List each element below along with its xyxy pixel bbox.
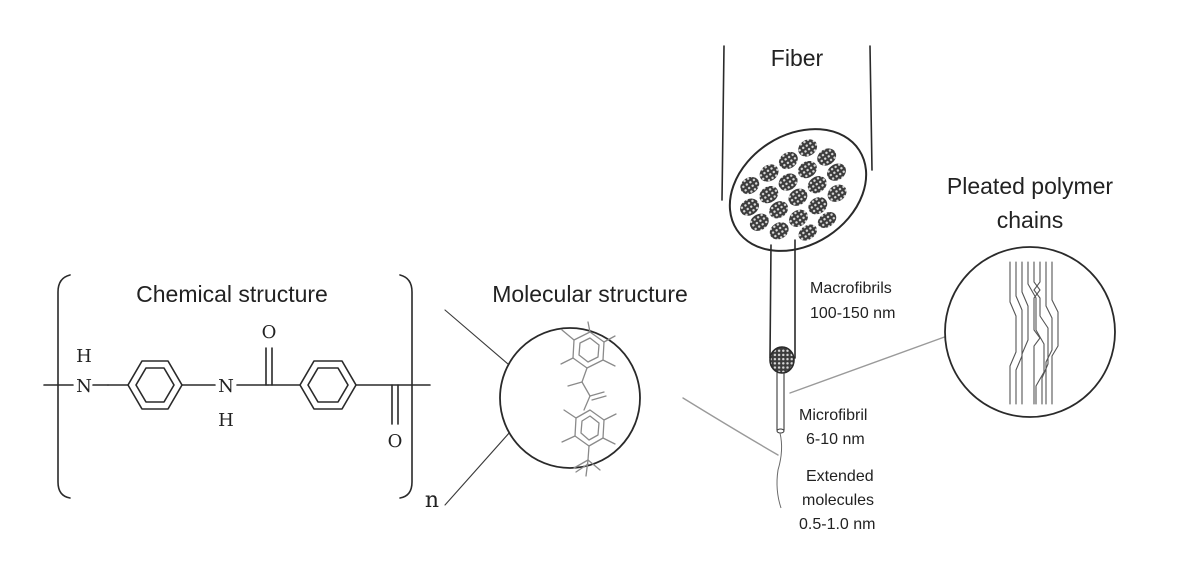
- o-bottom-atom: O: [388, 431, 403, 452]
- zoom-line-upper: [444, 309, 516, 371]
- molecular-structure: Molecular structure: [444, 281, 688, 506]
- benzene-ring-1: [127, 360, 183, 410]
- fiber-wall-right: [869, 45, 873, 171]
- macrofibril-rod: [769, 239, 796, 374]
- h-bottom-atom: H: [218, 410, 234, 431]
- molecule-sketch: [560, 321, 617, 477]
- connector-molecular: [682, 397, 779, 456]
- microfibril-label: Microfibril: [799, 407, 867, 424]
- chemical-structure-label: Chemical structure: [136, 281, 328, 307]
- connector-pleated: [789, 334, 951, 394]
- fiber-label: Fiber: [771, 45, 824, 71]
- extended-size: 0.5-1.0 nm: [799, 516, 875, 533]
- pleated-label-line2: chains: [997, 207, 1063, 233]
- left-bracket: [57, 274, 71, 499]
- fiber-wall-left: [721, 45, 725, 201]
- chemical-structure: Chemical structure H N N H O O n: [43, 274, 439, 513]
- molecular-zoom-circle: [499, 327, 641, 469]
- o-top-atom: O: [262, 322, 277, 343]
- extended-molecule-thread: [776, 432, 783, 509]
- zoom-line-lower: [444, 431, 511, 506]
- benzene-ring-2: [299, 360, 357, 410]
- right-bracket: [399, 274, 413, 499]
- extended-label: Extended: [806, 468, 874, 485]
- n-mid-atom: N: [218, 376, 234, 397]
- microfibril-size: 6-10 nm: [806, 431, 865, 448]
- macrofibrils-size: 100-150 nm: [810, 305, 895, 322]
- n-left-atom: N: [76, 376, 92, 397]
- fiber-section: Fiber: [721, 45, 895, 533]
- macrofibril-bundle: [740, 139, 847, 241]
- macrofibrils-label: Macrofibrils: [810, 280, 892, 297]
- repeat-subscript-n: n: [425, 488, 439, 513]
- pleated-chains-section: Pleated polymer chains: [944, 173, 1116, 418]
- molecular-structure-label: Molecular structure: [492, 281, 688, 307]
- microfibril: [776, 372, 785, 434]
- pleated-zoom-circle: [944, 246, 1116, 418]
- pleated-label-line1: Pleated polymer: [947, 173, 1114, 199]
- h-top-atom: H: [76, 346, 92, 367]
- pleated-chains: [1009, 261, 1059, 405]
- extended-label-2: molecules: [802, 492, 874, 509]
